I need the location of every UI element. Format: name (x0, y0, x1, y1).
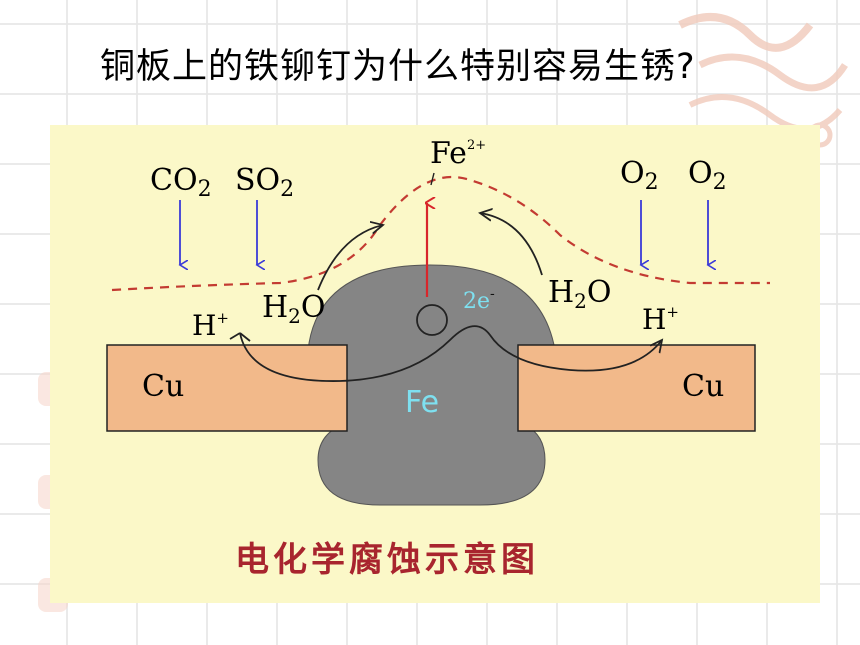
o2-label-right: O2 (688, 156, 727, 195)
diagram-panel: CO2 SO2 O2 O2 Fe2+ H2O H2O H+ H+ 2e- Cu … (50, 125, 820, 603)
h2o-label-left: H2O (262, 290, 326, 328)
so2-label: SO2 (235, 163, 294, 202)
electron-flow-arrow (239, 325, 662, 382)
fe-atom-circle (416, 304, 448, 336)
watermark-decoration (660, 5, 855, 155)
fe-label: Fe (405, 385, 439, 420)
o2-label-left: O2 (620, 156, 659, 195)
fe-ion-label: Fe2+ (430, 136, 486, 171)
h2o-arrow-left (317, 225, 383, 291)
copper-plate-right (517, 344, 756, 432)
copper-plate-left (106, 344, 348, 432)
cu-label-right: Cu (682, 369, 724, 404)
page-title: 铜板上的铁铆钉为什么特别容易生锈? (100, 47, 696, 87)
water-film-boundary (111, 175, 770, 292)
co2-label: CO2 (150, 163, 212, 202)
h-plus-label-right: H+ (642, 303, 679, 336)
iron-rivet (307, 264, 556, 506)
corrosion-diagram: CO2 SO2 O2 O2 Fe2+ H2O H2O H+ H+ 2e- Cu … (106, 136, 770, 580)
h2o-label-right: H2O (548, 275, 612, 313)
h2o-arrow-right (480, 213, 543, 276)
electron-label: 2e- (463, 286, 495, 314)
diagram-caption: 电化学腐蚀示意图 (235, 540, 539, 580)
cu-label-left: Cu (142, 369, 184, 404)
h-plus-label-left: H+ (192, 309, 229, 342)
